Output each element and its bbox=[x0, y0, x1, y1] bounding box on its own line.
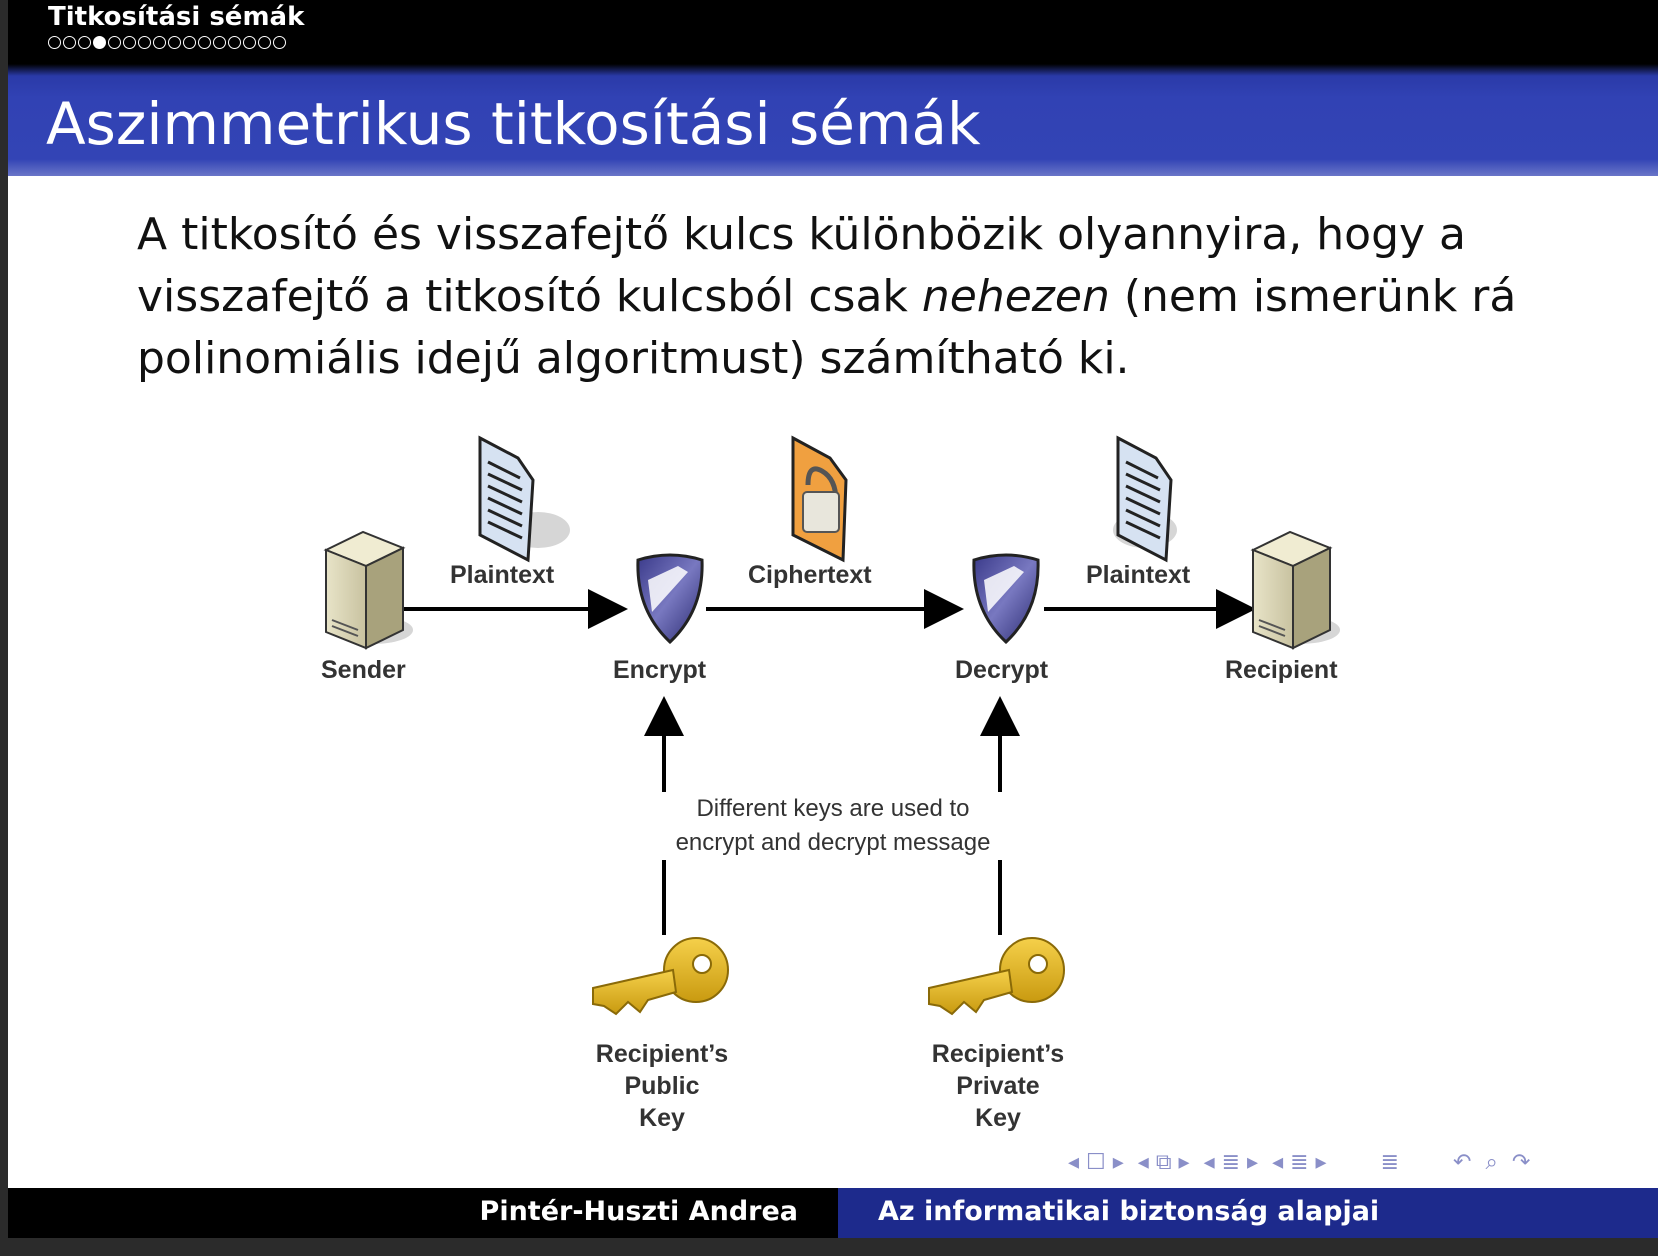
footer-course: Az informatikai biztonság alapjai bbox=[878, 1196, 1380, 1227]
footer-course-box: Az informatikai biztonság alapjai bbox=[838, 1188, 1658, 1238]
footer-author-box: Pintér-Huszti Andrea bbox=[8, 1188, 838, 1238]
progress-dot[interactable] bbox=[78, 36, 91, 49]
progress-dot[interactable] bbox=[228, 36, 241, 49]
note-line-2: encrypt and decrypt message bbox=[675, 829, 991, 856]
frame-title: Aszimmetrikus titkosítási sémák bbox=[46, 90, 981, 158]
note-line-1: Different keys are used to bbox=[696, 795, 970, 822]
nav-section-icon[interactable]: ◂ ≣ ▸ bbox=[1203, 1150, 1259, 1175]
nav-back-icon[interactable]: ↶ bbox=[1453, 1150, 1472, 1175]
progress-dot[interactable] bbox=[123, 36, 136, 49]
label-plaintext-in: Plaintext bbox=[450, 561, 555, 589]
body-text-part2: (nem ismerünk rá polinomiális idejű algo… bbox=[137, 271, 1517, 384]
body-paragraph: A titkosító és visszafejtő kulcs különbö… bbox=[137, 204, 1537, 390]
section-title: Titkosítási sémák bbox=[48, 2, 305, 32]
navigation-bar: ◂ ☐ ▸ ◂ ⧉ ▸ ◂ ≣ ▸ ◂ ≣ ▸ ≣ ↶ ⌕ ↷ bbox=[1068, 1150, 1530, 1175]
label-private-key: Recipient’s Private Key bbox=[888, 1038, 1108, 1134]
progress-dot[interactable] bbox=[153, 36, 166, 49]
body-emphasis: nehezen bbox=[921, 271, 1110, 322]
progress-dot[interactable] bbox=[138, 36, 151, 49]
plaintext-output-document-icon bbox=[1113, 435, 1177, 563]
private-key-line-1: Recipient’s bbox=[931, 1040, 1065, 1068]
body-text-part1: A titkosító és visszafejtő kulcs különbö… bbox=[137, 209, 1467, 322]
progress-dot[interactable] bbox=[48, 36, 61, 49]
label-decrypt: Decrypt bbox=[955, 656, 1049, 684]
nav-prev-frame-icon[interactable]: ◂ ☐ ▸ bbox=[1068, 1150, 1124, 1175]
public-key-icon bbox=[592, 937, 729, 1016]
plaintext-document-icon bbox=[478, 435, 570, 563]
label-plaintext-out: Plaintext bbox=[1086, 561, 1191, 589]
slide: Titkosítási sémák Aszimmetrikus titkosít… bbox=[8, 0, 1658, 1238]
progress-dot[interactable] bbox=[183, 36, 196, 49]
label-ciphertext: Ciphertext bbox=[748, 561, 872, 589]
nav-toc-icon[interactable]: ◂ ≣ ▸ bbox=[1272, 1150, 1327, 1175]
label-public-key: Recipient’s Public Key bbox=[552, 1038, 772, 1134]
public-key-line-1: Recipient’s bbox=[595, 1040, 729, 1068]
label-recipient: Recipient bbox=[1225, 656, 1338, 684]
recipient-server-icon bbox=[1250, 530, 1340, 650]
decrypt-shield-icon bbox=[972, 553, 1040, 645]
private-key-line-2: Private bbox=[956, 1072, 1040, 1100]
progress-dot[interactable] bbox=[93, 36, 106, 49]
label-sender: Sender bbox=[321, 656, 406, 684]
ciphertext-lock-icon bbox=[791, 435, 848, 563]
frame-title-bar: Aszimmetrikus titkosítási sémák bbox=[8, 64, 1658, 176]
sender-server-icon bbox=[323, 530, 413, 650]
private-key-icon bbox=[928, 937, 1065, 1016]
progress-dot[interactable] bbox=[198, 36, 211, 49]
label-encrypt: Encrypt bbox=[613, 656, 707, 684]
diagram-note: Different keys are used to encrypt and d… bbox=[648, 792, 1018, 860]
progress-dot[interactable] bbox=[168, 36, 181, 49]
nav-search-icon[interactable]: ⌕ bbox=[1485, 1150, 1498, 1175]
nav-subsection-icon[interactable]: ◂ ⧉ ▸ bbox=[1137, 1150, 1190, 1175]
progress-dot[interactable] bbox=[63, 36, 76, 49]
progress-dot[interactable] bbox=[213, 36, 226, 49]
progress-dot[interactable] bbox=[273, 36, 286, 49]
nav-doc-icon[interactable]: ≣ bbox=[1380, 1150, 1400, 1175]
progress-dot[interactable] bbox=[243, 36, 256, 49]
progress-dot[interactable] bbox=[108, 36, 121, 49]
nav-forward-icon[interactable]: ↷ bbox=[1511, 1150, 1531, 1175]
progress-dot[interactable] bbox=[258, 36, 271, 49]
header-bar: Titkosítási sémák bbox=[8, 0, 1658, 70]
private-key-line-3: Key bbox=[975, 1104, 1021, 1132]
public-key-line-2: Public bbox=[624, 1072, 700, 1100]
encrypt-shield-icon bbox=[636, 553, 704, 645]
asymmetric-encryption-diagram bbox=[323, 435, 1340, 1016]
footer-author: Pintér-Huszti Andrea bbox=[479, 1196, 798, 1227]
footer: Pintér-Huszti Andrea Az informatikai biz… bbox=[8, 1188, 1658, 1238]
progress-dots bbox=[48, 36, 286, 49]
public-key-line-3: Key bbox=[639, 1104, 685, 1132]
